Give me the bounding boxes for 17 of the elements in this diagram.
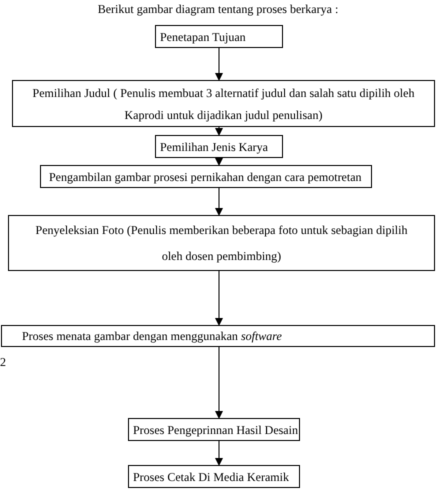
process-box: Proses menata gambar dengan menggunakan software [1,325,435,347]
process-box: Penetapan Tujuan [155,25,283,48]
process-box: Penyeleksian Foto (Penulis memberikan beberapa foto untuk sebagian dipilih oleh dosen pembimbing) [8,215,435,271]
process-box: Proses Cetak Di Media Keramik [128,465,300,488]
title: Berikut gambar diagram tentang proses berkarya : [96,1,340,17]
process-box: Pengambilan gambar prosesi pernikahan dengan cara pemotretan [40,165,372,188]
process-box: Pemilihan Jenis Karya [155,135,283,158]
arrow [215,270,223,326]
arrow [215,48,223,81]
process-box: Pemilihan Judul ( Penulis membuat 3 alternatif judul dan salah satu dipilih oleh Kaprodi untuk dijadikan judul penulisan) [12,80,435,127]
arrow [215,440,223,466]
arrow [215,346,223,419]
arrow [215,188,223,216]
process-box: Proses Pengeprinnan Hasil Desain [128,418,300,441]
arrow [215,158,223,166]
arrow [215,126,223,136]
page-number: 2 [0,355,6,369]
